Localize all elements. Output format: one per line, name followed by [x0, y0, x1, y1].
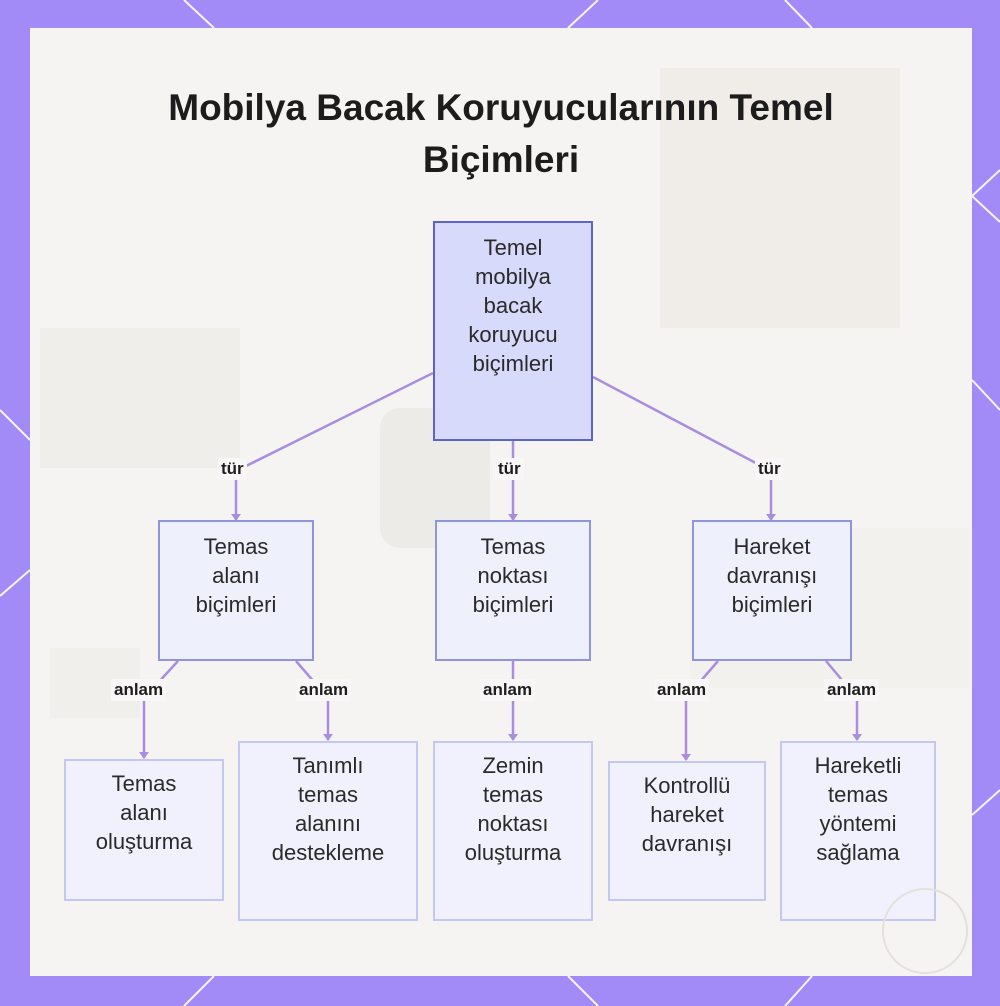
watermark-icon	[882, 888, 968, 974]
edge-label-meaning-2: anlam	[296, 679, 351, 701]
edge-label-meaning-4: anlam	[654, 679, 709, 701]
leaf-label: Temas alanı oluşturma	[96, 769, 193, 856]
leaf-label: Hareketli temas yöntemi sağlama	[815, 751, 902, 867]
edge-root-cat1	[236, 373, 433, 520]
edge-label-meaning-1: anlam	[111, 679, 166, 701]
edge-label-meaning-3: anlam	[480, 679, 535, 701]
category-node-contact-point: Temas noktası biçimleri	[435, 520, 591, 661]
edge-root-cat3	[593, 377, 771, 520]
leaf-node-4: Kontrollü hareket davranışı	[608, 761, 766, 901]
root-node: Temel mobilya bacak koruyucu biçimleri	[433, 221, 593, 441]
edge-cat3-leaf4	[686, 661, 718, 760]
root-node-label: Temel mobilya bacak koruyucu biçimleri	[468, 233, 557, 378]
leaf-node-2: Tanımlı temas alanını destekleme	[238, 741, 418, 921]
leaf-node-3: Zemin temas noktası oluşturma	[433, 741, 593, 921]
leaf-label: Kontrollü hareket davranışı	[642, 771, 733, 858]
category-label: Temas noktası biçimleri	[473, 532, 554, 619]
diagram-card: Mobilya Bacak Koruyucularının Temel Biçi…	[30, 28, 972, 976]
edge-label-meaning-5: anlam	[824, 679, 879, 701]
leaf-label: Zemin temas noktası oluşturma	[465, 751, 562, 867]
leaf-label: Tanımlı temas alanını destekleme	[272, 751, 385, 867]
category-node-motion-behavior: Hareket davranışı biçimleri	[692, 520, 852, 661]
category-label: Temas alanı biçimleri	[196, 532, 277, 619]
category-label: Hareket davranışı biçimleri	[727, 532, 818, 619]
leaf-node-1: Temas alanı oluşturma	[64, 759, 224, 901]
edge-label-type-3: tür	[755, 458, 784, 480]
edge-cat1-leaf1	[144, 661, 178, 758]
edge-label-type-1: tür	[218, 458, 247, 480]
category-node-contact-area: Temas alanı biçimleri	[158, 520, 314, 661]
edge-label-type-2: tür	[495, 458, 524, 480]
